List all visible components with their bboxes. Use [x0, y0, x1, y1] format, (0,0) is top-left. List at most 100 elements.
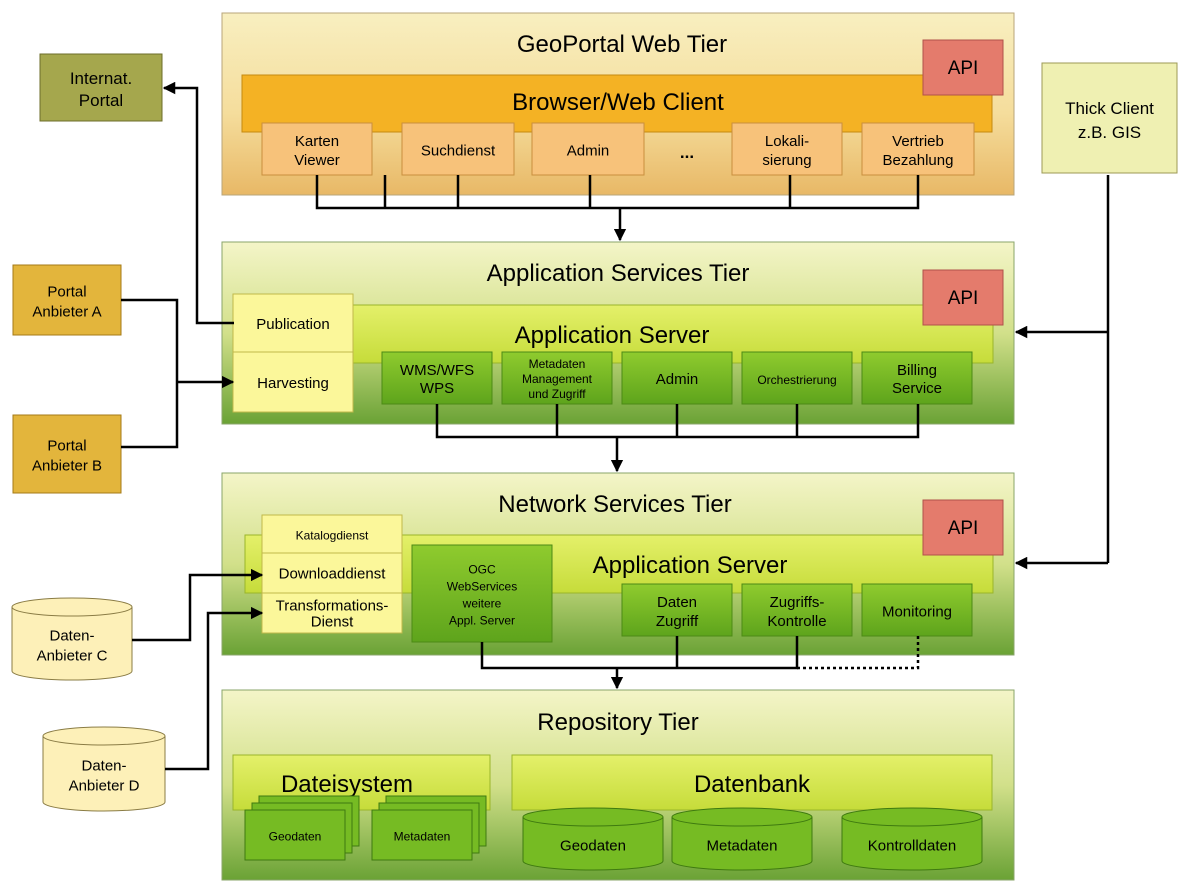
app-tier-title: Application Services Tier [487, 260, 750, 287]
network-side-downloaddienst[interactable]: Downloaddienst [261, 552, 403, 594]
network-side-downloaddienst-label: Downloaddienst [279, 565, 387, 582]
database-cylinder-kontrolldaten-top [841, 807, 983, 827]
app-module-wms-wfs-wps-box [381, 351, 493, 405]
repo-tier-title: Repository Tier [537, 709, 698, 736]
database-cylinder-metadaten-label: Metadaten [707, 838, 778, 855]
app-api-box[interactable] [922, 269, 1004, 326]
network-server-label: Application Server [593, 552, 788, 579]
database-cylinder-kontrolldaten: Kontrolldaten [841, 807, 983, 871]
network-side-modules: KatalogdienstDownloaddienstTransformatio… [261, 514, 403, 634]
daten-anbieter-d: Daten-Anbieter D [42, 726, 166, 812]
web-module-admin-box [531, 122, 645, 176]
app-module-orchestrierung-box [741, 351, 853, 405]
internat-portal-label: Internat.Portal [70, 69, 132, 110]
network-side-transformations-dienst[interactable]: Transformations-Dienst [261, 592, 403, 634]
app-server-label: Application Server [515, 322, 710, 349]
network-tier-title: Network Services Tier [498, 491, 731, 518]
app-module-admin[interactable]: Admin [621, 351, 733, 405]
app-side-harvesting-box [232, 351, 354, 413]
web-api-box[interactable] [922, 39, 1004, 96]
web-module-lokali-sierung-label: Lokali-sierung [762, 133, 811, 169]
database-cylinder-geodaten: Geodaten [522, 807, 664, 871]
web-module-suchdienst[interactable]: Suchdienst [401, 122, 515, 176]
filesystem-label: Dateisystem [281, 771, 413, 798]
network-bus-line [480, 636, 799, 670]
filesystem-stack-metadaten-sheet [371, 809, 473, 861]
network-module-zugriffs-kontrolle[interactable]: Zugriffs-Kontrolle [741, 583, 853, 637]
database-cylinder-geodaten-top [522, 807, 664, 827]
app-module-orchestrierung[interactable]: Orchestrierung [741, 351, 853, 405]
internat-portal-box [39, 53, 163, 122]
database-cylinder-metadaten-top [671, 807, 813, 827]
database-cylinder-geodaten-body [522, 817, 664, 871]
portal-anbieter-a-box [12, 264, 122, 336]
daten-anbieter-d-top [42, 726, 166, 746]
web-module-ellipsis: ... [680, 143, 694, 162]
app-tier: Application Services Tier Application Se… [221, 241, 1015, 425]
internat-portal[interactable]: Internat.Portal [39, 53, 163, 122]
web-module-lokali-sierung[interactable]: Lokali-sierung [731, 122, 843, 176]
filesystem-stack-metadaten[interactable]: Metadaten [371, 795, 487, 861]
app-side-harvesting[interactable]: Harvesting [232, 351, 354, 413]
daten-anbieter-d-body [42, 736, 166, 812]
network-module-monitoring[interactable]: Monitoring [861, 583, 973, 637]
repo-tier: Repository Tier Dateisystem Datenbank Ge… [221, 689, 1015, 881]
app-module-metadaten-management-und-zugriff-box [501, 351, 613, 405]
app-side-publication[interactable]: Publication [232, 293, 354, 353]
provider-d-line [165, 606, 264, 771]
filesystem-stack-geodaten-label: Geodaten [269, 829, 322, 843]
database-cylinder-geodaten-label: Geodaten [560, 838, 626, 855]
network-side-transformations-dienst-label: Transformations-Dienst [276, 597, 389, 630]
web-module-admin[interactable]: Admin [531, 122, 645, 176]
monitoring-dotted-line [797, 636, 920, 670]
app-side-publication-label: Publication [256, 316, 329, 333]
app-module-orchestrierung-label: Orchestrierung [757, 373, 836, 387]
network-side-transformations-dienst-box [261, 592, 403, 634]
network-side-katalogdienst-label: Katalogdienst [296, 528, 369, 542]
provider-c-line [132, 568, 264, 642]
browser-client-label: Browser/Web Client [512, 89, 724, 116]
network-module-daten-zugriff-box [621, 583, 733, 637]
network-tier: Network Services Tier Application Server… [221, 472, 1015, 656]
network-api-box[interactable] [922, 499, 1004, 556]
app-side-publication-box [232, 293, 354, 353]
portal-a-line [121, 298, 179, 382]
daten-anbieter-c-top [11, 597, 133, 617]
database-cylinders: Geodaten Metadaten Kontrolldaten [522, 807, 983, 871]
network-module-monitoring-label: Monitoring [882, 603, 952, 620]
thick-client-box [1041, 62, 1178, 174]
database-label: Datenbank [694, 771, 811, 798]
network-side-katalogdienst[interactable]: Katalogdienst [261, 514, 403, 554]
filesystem-stack-geodaten[interactable]: Geodaten [244, 795, 360, 861]
web-module-suchdienst-box [401, 122, 515, 176]
database-cylinder-metadaten-body [671, 817, 813, 871]
daten-anbieter-c-label: Daten-Anbieter C [37, 628, 108, 665]
filesystem-stack-metadaten-label: Metadaten [394, 829, 451, 843]
web-module-suchdienst-label: Suchdienst [421, 142, 496, 159]
portal-anbieter-b-box [12, 414, 122, 494]
web-module-lokali-sierung-box [731, 122, 843, 176]
network-module-zugriffs-kontrolle-label: Zugriffs-Kontrolle [767, 594, 826, 630]
